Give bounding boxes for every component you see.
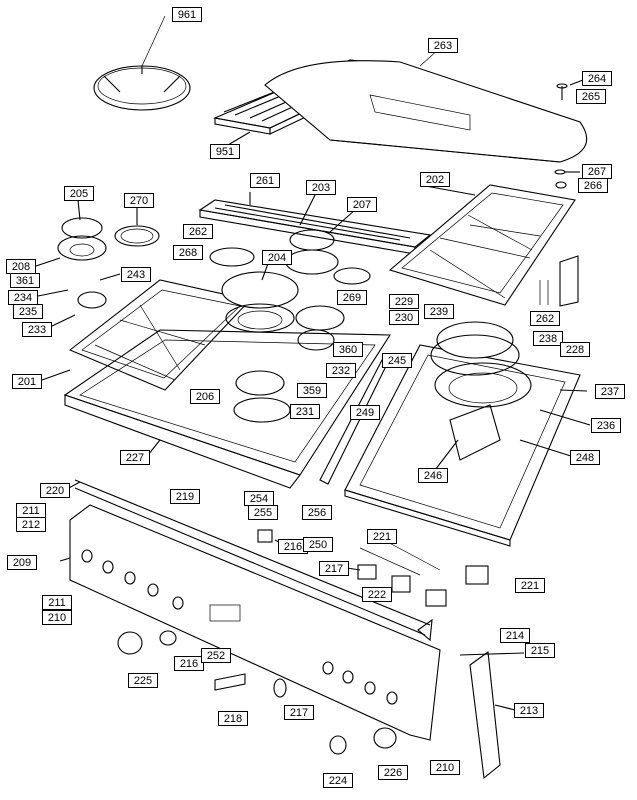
callout-label: 226 bbox=[378, 765, 408, 780]
callout-label: 256 bbox=[302, 505, 332, 520]
callout-label: 211 bbox=[16, 503, 46, 518]
callout-label: 243 bbox=[121, 267, 151, 282]
wok-ring-part bbox=[93, 15, 191, 111]
callout-label: 225 bbox=[128, 673, 158, 688]
callout-label: 266 bbox=[578, 178, 608, 193]
callout-label: 268 bbox=[173, 245, 203, 260]
callout-label: 217 bbox=[319, 561, 349, 576]
callout-label: 269 bbox=[337, 290, 367, 305]
rear-trim-rail-part bbox=[198, 199, 432, 255]
callout-label: 229 bbox=[389, 294, 419, 309]
callout-label: 227 bbox=[120, 450, 150, 465]
callout-label: 235 bbox=[13, 304, 43, 319]
callout-label: 219 bbox=[170, 489, 200, 504]
callout-label: 213 bbox=[514, 703, 544, 718]
control-knob-part bbox=[117, 630, 397, 755]
callout-label: 255 bbox=[248, 505, 278, 520]
callout-label: 203 bbox=[306, 180, 336, 195]
callout-label: 210 bbox=[430, 760, 460, 775]
callout-label: 359 bbox=[297, 383, 327, 398]
callout-label: 238 bbox=[533, 331, 563, 346]
callout-label: 262 bbox=[530, 311, 560, 326]
control-panel-part bbox=[69, 479, 441, 741]
callout-label: 261 bbox=[250, 173, 280, 188]
cooktop-pan-part bbox=[63, 291, 391, 489]
callout-label: 209 bbox=[7, 555, 37, 570]
callout-label: 207 bbox=[347, 197, 377, 212]
callout-label: 208 bbox=[6, 259, 36, 274]
callout-label: 231 bbox=[290, 404, 320, 419]
callout-label: 230 bbox=[389, 310, 419, 325]
callout-label: 220 bbox=[40, 483, 70, 498]
callout-label: 201 bbox=[12, 374, 42, 389]
side-bracket-part bbox=[469, 650, 501, 780]
callout-label: 205 bbox=[64, 186, 94, 201]
callout-label: 361 bbox=[10, 273, 40, 288]
callout-label: 228 bbox=[560, 342, 590, 357]
callout-label: 250 bbox=[303, 537, 333, 552]
callout-label: 237 bbox=[595, 384, 625, 399]
callout-label: 961 bbox=[172, 7, 202, 22]
callout-label: 215 bbox=[525, 643, 555, 658]
callout-label: 249 bbox=[350, 405, 380, 420]
callout-label: 232 bbox=[326, 363, 356, 378]
callout-label: 265 bbox=[576, 89, 606, 104]
callout-label: 211 bbox=[42, 595, 72, 610]
callout-label: 224 bbox=[323, 773, 353, 788]
callout-label: 212 bbox=[16, 517, 46, 532]
callout-label: 264 bbox=[582, 71, 612, 86]
callout-label: 263 bbox=[428, 38, 458, 53]
callout-label: 221 bbox=[367, 529, 397, 544]
leader-lines bbox=[35, 79, 591, 711]
callout-label: 218 bbox=[218, 711, 248, 726]
callout-label: 236 bbox=[591, 418, 621, 433]
callout-label: 222 bbox=[362, 587, 392, 602]
leg-part bbox=[539, 255, 579, 307]
callout-label: 210 bbox=[42, 610, 72, 625]
right-grate-part bbox=[388, 184, 576, 306]
callout-label: 246 bbox=[418, 468, 448, 483]
griddle-pan-part bbox=[344, 321, 581, 547]
callout-label: 262 bbox=[183, 224, 213, 239]
callout-label: 248 bbox=[570, 450, 600, 465]
callout-label: 216 bbox=[278, 539, 308, 554]
callout-label: 214 bbox=[500, 628, 530, 643]
callout-label: 254 bbox=[244, 491, 274, 506]
callout-label: 202 bbox=[420, 172, 450, 187]
callout-label: 233 bbox=[22, 322, 52, 337]
trim-strip-part bbox=[319, 359, 389, 485]
callout-label: 239 bbox=[424, 304, 454, 319]
wok-burner-part bbox=[221, 271, 299, 423]
callout-label: 245 bbox=[382, 353, 412, 368]
callout-label: 270 bbox=[124, 193, 154, 208]
griddle-cover-part bbox=[264, 47, 588, 163]
callout-label: 951 bbox=[210, 144, 240, 159]
callout-label: 216 bbox=[174, 656, 204, 671]
callout-label: 204 bbox=[262, 250, 292, 265]
callout-label: 206 bbox=[190, 389, 220, 404]
callout-label: 221 bbox=[515, 578, 545, 593]
gas-valve-part bbox=[257, 529, 489, 607]
callout-label: 234 bbox=[8, 290, 38, 305]
callout-label: 217 bbox=[284, 705, 314, 720]
callout-label: 360 bbox=[333, 342, 363, 357]
callout-label: 267 bbox=[582, 164, 612, 179]
callout-label: 252 bbox=[201, 648, 231, 663]
